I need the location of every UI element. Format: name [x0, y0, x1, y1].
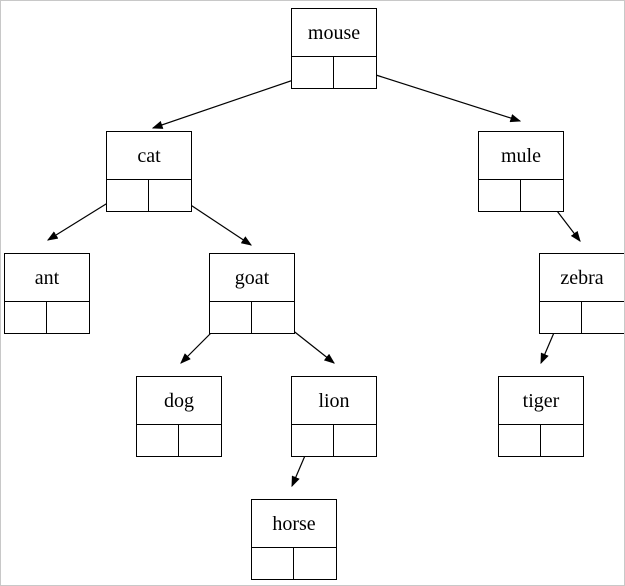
node-left-pointer-cat[interactable]	[107, 180, 149, 211]
node-pointer-cells-mouse	[292, 57, 376, 88]
node-left-pointer-mule[interactable]	[479, 180, 521, 211]
node-pointer-cells-ant	[5, 302, 89, 333]
edge-mouse-to-mule	[353, 67, 522, 123]
node-right-pointer-goat[interactable]	[252, 302, 294, 333]
node-pointer-cells-goat	[210, 302, 294, 333]
node-left-pointer-goat[interactable]	[210, 302, 252, 333]
node-label-goat: goat	[210, 254, 294, 302]
node-right-pointer-cat[interactable]	[149, 180, 191, 211]
node-label-cat: cat	[107, 132, 191, 180]
node-right-pointer-horse[interactable]	[294, 548, 336, 579]
node-label-mouse: mouse	[292, 9, 376, 57]
node-left-pointer-dog[interactable]	[137, 425, 179, 456]
node-label-zebra: zebra	[540, 254, 624, 302]
node-label-mule: mule	[479, 132, 563, 180]
node-label-dog: dog	[137, 377, 221, 425]
tree-node-horse[interactable]: horse	[251, 499, 337, 580]
node-right-pointer-dog[interactable]	[179, 425, 221, 456]
tree-node-goat[interactable]: goat	[209, 253, 295, 334]
edge-mouse-to-cat	[151, 72, 315, 129]
tree-node-tiger[interactable]: tiger	[498, 376, 584, 457]
node-left-pointer-mouse[interactable]	[292, 57, 334, 88]
tree-node-cat[interactable]: cat	[106, 131, 192, 212]
tree-node-zebra[interactable]: zebra	[539, 253, 624, 334]
node-right-pointer-zebra[interactable]	[582, 302, 624, 333]
node-left-pointer-tiger[interactable]	[499, 425, 541, 456]
tree-node-mouse[interactable]: mouse	[291, 8, 377, 89]
node-pointer-cells-horse	[252, 548, 336, 579]
tree-node-ant[interactable]: ant	[4, 253, 90, 334]
node-left-pointer-lion[interactable]	[292, 425, 334, 456]
node-right-pointer-tiger[interactable]	[541, 425, 583, 456]
node-left-pointer-ant[interactable]	[5, 302, 47, 333]
node-pointer-cells-mule	[479, 180, 563, 211]
node-pointer-cells-cat	[107, 180, 191, 211]
node-pointer-cells-zebra	[540, 302, 624, 333]
tree-node-lion[interactable]: lion	[291, 376, 377, 457]
node-right-pointer-mule[interactable]	[521, 180, 563, 211]
node-right-pointer-lion[interactable]	[334, 425, 376, 456]
node-pointer-cells-tiger	[499, 425, 583, 456]
tree-node-dog[interactable]: dog	[136, 376, 222, 457]
node-pointer-cells-dog	[137, 425, 221, 456]
node-left-pointer-horse[interactable]	[252, 548, 294, 579]
node-right-pointer-mouse[interactable]	[334, 57, 376, 88]
node-right-pointer-ant[interactable]	[47, 302, 89, 333]
node-pointer-cells-lion	[292, 425, 376, 456]
node-left-pointer-zebra[interactable]	[540, 302, 582, 333]
tree-node-mule[interactable]: mule	[478, 131, 564, 212]
node-label-horse: horse	[252, 500, 336, 548]
node-label-tiger: tiger	[499, 377, 583, 425]
node-label-ant: ant	[5, 254, 89, 302]
node-label-lion: lion	[292, 377, 376, 425]
